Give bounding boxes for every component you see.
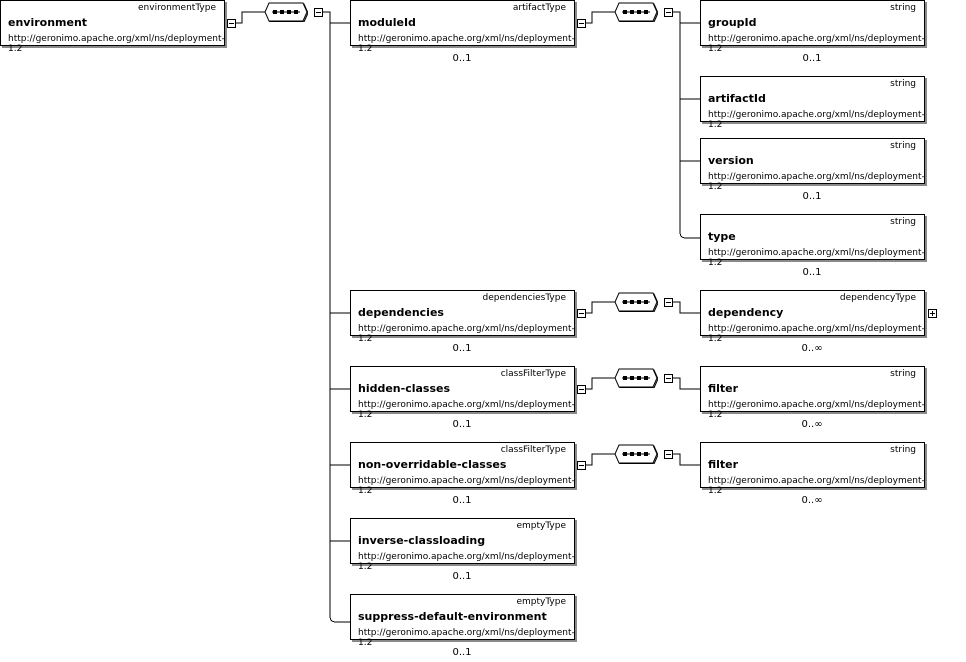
element-type: string xyxy=(890,369,916,379)
element-type: artifactType xyxy=(512,3,566,13)
element-namespace: http://geronimo.apache.org/xml/ns/deploy… xyxy=(358,400,575,420)
collapse-toggle-hidden-classes[interactable] xyxy=(577,385,586,394)
element-name: artifactId xyxy=(708,92,766,105)
cardinality-label: 0..1 xyxy=(452,571,472,582)
cardinality-label: 0..1 xyxy=(802,267,822,278)
collapse-toggle-moduleid[interactable] xyxy=(577,19,586,28)
collapse-toggle-non-overridable-classes[interactable] xyxy=(577,461,586,470)
element-namespace: http://geronimo.apache.org/xml/ns/deploy… xyxy=(708,476,925,496)
element-name: dependency xyxy=(708,306,784,319)
element-namespace: http://geronimo.apache.org/xml/ns/deploy… xyxy=(708,400,925,420)
element-name: non-overridable-classes xyxy=(358,458,507,471)
element-box-filter[interactable]: string filter http://geronimo.apache.org… xyxy=(700,366,925,420)
element-name: groupId xyxy=(708,16,757,29)
collapse-toggle-sequence[interactable] xyxy=(664,374,673,383)
cardinality-label: 0..1 xyxy=(452,53,472,64)
element-name: moduleId xyxy=(358,16,416,29)
element-box-environment[interactable]: environmentType environment http://geron… xyxy=(0,0,225,54)
element-box-version[interactable]: string version http://geronimo.apache.or… xyxy=(700,138,925,192)
element-name: type xyxy=(708,230,736,243)
cardinality-label: 0..∞ xyxy=(801,343,823,354)
element-box-artifactid[interactable]: string artifactId http://geronimo.apache… xyxy=(700,76,925,130)
element-namespace: http://geronimo.apache.org/xml/ns/deploy… xyxy=(708,324,925,344)
expand-toggle-dependency[interactable] xyxy=(928,309,937,318)
element-type: emptyType xyxy=(516,597,566,607)
collapse-toggle-sequence[interactable] xyxy=(664,298,673,307)
element-box-suppress-default-environment[interactable]: emptyType suppress-default-environment h… xyxy=(350,594,575,648)
element-namespace: http://geronimo.apache.org/xml/ns/deploy… xyxy=(358,324,575,344)
element-name: environment xyxy=(8,16,88,29)
element-name: suppress-default-environment xyxy=(358,610,547,623)
element-box-groupid[interactable]: string groupId http://geronimo.apache.or… xyxy=(700,0,925,54)
sequence-compositor-icon xyxy=(614,444,658,464)
cardinality-label: 0..1 xyxy=(452,495,472,506)
cardinality-label: 0..1 xyxy=(452,647,472,658)
element-box-dependency[interactable]: dependencyType dependency http://geronim… xyxy=(700,290,925,344)
element-box-dependencies[interactable]: dependenciesType dependencies http://ger… xyxy=(350,290,575,344)
element-name: dependencies xyxy=(358,306,444,319)
element-namespace: http://geronimo.apache.org/xml/ns/deploy… xyxy=(358,628,575,648)
collapse-toggle-sequence[interactable] xyxy=(664,450,673,459)
element-namespace: http://geronimo.apache.org/xml/ns/deploy… xyxy=(708,34,925,54)
element-box-filter[interactable]: string filter http://geronimo.apache.org… xyxy=(700,442,925,496)
element-namespace: http://geronimo.apache.org/xml/ns/deploy… xyxy=(708,110,925,130)
sequence-compositor-icon xyxy=(614,292,658,312)
element-name: filter xyxy=(708,458,739,471)
cardinality-label: 0..∞ xyxy=(801,495,823,506)
element-type: environmentType xyxy=(138,3,216,13)
element-type: dependencyType xyxy=(839,293,916,303)
sequence-compositor-icon xyxy=(264,2,308,22)
element-name: inverse-classloading xyxy=(358,534,486,547)
element-box-type[interactable]: string type http://geronimo.apache.org/x… xyxy=(700,214,925,268)
element-type: string xyxy=(890,445,916,455)
element-namespace: http://geronimo.apache.org/xml/ns/deploy… xyxy=(708,248,925,268)
cardinality-label: 0..∞ xyxy=(801,419,823,430)
cardinality-label: 0..1 xyxy=(802,191,822,202)
element-type: string xyxy=(890,217,916,227)
cardinality-label: 0..1 xyxy=(802,53,822,64)
collapse-toggle-sequence[interactable] xyxy=(664,8,673,17)
element-namespace: http://geronimo.apache.org/xml/ns/deploy… xyxy=(708,172,925,192)
element-namespace: http://geronimo.apache.org/xml/ns/deploy… xyxy=(358,476,575,496)
element-name: version xyxy=(708,154,754,167)
element-type: string xyxy=(890,141,916,151)
element-box-inverse-classloading[interactable]: emptyType inverse-classloading http://ge… xyxy=(350,518,575,572)
element-type: classFilterType xyxy=(500,445,566,455)
cardinality-label: 0..1 xyxy=(452,343,472,354)
element-namespace: http://geronimo.apache.org/xml/ns/deploy… xyxy=(358,34,575,54)
sequence-compositor-icon xyxy=(614,2,658,22)
element-type: classFilterType xyxy=(500,369,566,379)
element-type: dependenciesType xyxy=(482,293,566,303)
element-type: string xyxy=(890,79,916,89)
element-type: string xyxy=(890,3,916,13)
element-box-hidden-classes[interactable]: classFilterType hidden-classes http://ge… xyxy=(350,366,575,420)
element-name: hidden-classes xyxy=(358,382,451,395)
element-name: filter xyxy=(708,382,739,395)
cardinality-label: 0..1 xyxy=(452,419,472,430)
element-namespace: http://geronimo.apache.org/xml/ns/deploy… xyxy=(358,552,575,572)
element-box-moduleid[interactable]: artifactType moduleId http://geronimo.ap… xyxy=(350,0,575,54)
element-namespace: http://geronimo.apache.org/xml/ns/deploy… xyxy=(8,34,225,54)
sequence-compositor-icon xyxy=(614,368,658,388)
collapse-toggle-dependencies[interactable] xyxy=(577,309,586,318)
element-type: emptyType xyxy=(516,521,566,531)
collapse-toggle-sequence[interactable] xyxy=(314,8,323,17)
element-box-non-overridable-classes[interactable]: classFilterType non-overridable-classes … xyxy=(350,442,575,496)
collapse-toggle-environment[interactable] xyxy=(227,19,236,28)
